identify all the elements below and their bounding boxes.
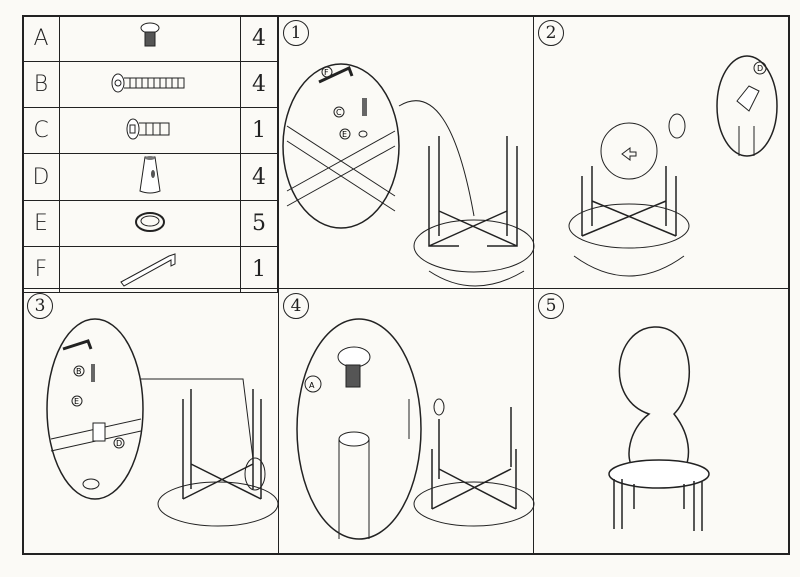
short-bolt-icon (126, 118, 170, 139)
label-f: F (324, 68, 329, 77)
long-bolt-icon (111, 73, 185, 92)
part-letter: F (22, 246, 60, 293)
step-number: 4 (283, 293, 309, 319)
part-row-e: E 5 (22, 200, 278, 247)
part-qty: 1 (240, 246, 278, 293)
step-number: 3 (27, 293, 53, 319)
part-qty: 4 (240, 15, 278, 62)
label-c: C (336, 108, 342, 117)
part-qty: 4 (240, 153, 278, 201)
step-2-illustration: D (568, 55, 778, 277)
allen-key-icon (120, 252, 176, 287)
part-letter: B (22, 61, 60, 108)
step-number: 5 (538, 293, 564, 319)
part-row-a: A 4 (22, 15, 278, 62)
step-4-illustration: A (296, 318, 535, 540)
part-letter: C (22, 107, 60, 154)
step-number: 1 (283, 20, 309, 46)
part-qty: 5 (240, 200, 278, 247)
part-letter: D (22, 153, 60, 201)
part-row-c: C 1 (22, 107, 278, 154)
label-d: D (116, 439, 122, 448)
barrel-nut-icon (139, 156, 161, 194)
label-d: D (757, 64, 763, 73)
label-e: E (342, 130, 347, 139)
part-qty: 4 (240, 61, 278, 108)
label-a: A (309, 381, 315, 390)
step-3-illustration: B E D (46, 318, 279, 527)
washer-icon (135, 211, 165, 232)
step-2-panel: 2 D (533, 15, 790, 289)
label-b: B (76, 367, 82, 376)
step-number: 2 (538, 20, 564, 46)
part-letter: A (22, 15, 60, 62)
step-5-panel: 5 (533, 288, 790, 555)
part-row-d: D 4 (22, 153, 278, 201)
cap-bolt-icon (140, 22, 160, 46)
part-row-f: F 1 (22, 246, 278, 293)
parts-table: A 4 B 4 C 1 D 4 E 5 F 1 (22, 15, 278, 293)
part-qty: 1 (240, 107, 278, 154)
chair-illustration (608, 326, 710, 531)
part-row-b: B 4 (22, 61, 278, 108)
step-1-illustration: F C E (282, 63, 535, 287)
step-3-panel: 3 B E D (22, 288, 279, 555)
step-4-panel: 4 A (278, 288, 535, 555)
label-e: E (74, 397, 79, 406)
part-letter: E (22, 200, 60, 247)
step-1-panel: 1 F C E (278, 15, 535, 289)
